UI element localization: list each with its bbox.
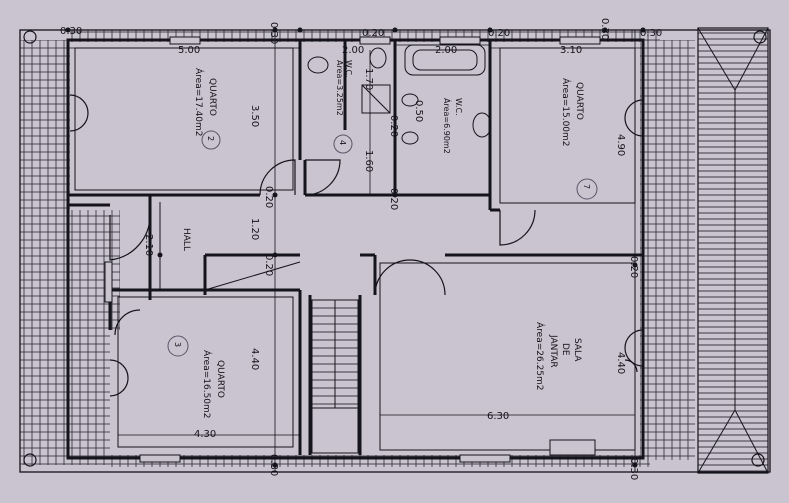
dim-mid-020-c: 0.20 xyxy=(263,254,274,276)
dim-wc-020: 0.20 xyxy=(362,28,384,39)
dim-top-left-030: 0.30 xyxy=(60,26,82,37)
terrace-left-bottom xyxy=(20,330,110,465)
door-sala xyxy=(374,259,446,296)
roof-right xyxy=(697,27,769,474)
room-quarto-left-area: Área=17.40m2 xyxy=(193,68,205,137)
dim-right-020: 0.20 xyxy=(628,256,639,278)
dim-bottom-030: 0.30 xyxy=(268,454,279,476)
dim-bottom-030-r: 0.30 xyxy=(628,458,639,480)
dim-top-030-mid: 0.30 xyxy=(268,22,279,44)
room-wc-large-name: W.C. xyxy=(454,98,463,116)
room-wc-small-area: Área=3.25m2 xyxy=(335,60,346,116)
room-wc-small-name: W.C. xyxy=(344,60,353,78)
bidet-large xyxy=(401,93,419,107)
dim-wc-160: 1.60 xyxy=(363,150,374,172)
door-quarto-bottom xyxy=(114,309,141,336)
door-wc-small xyxy=(304,159,341,196)
dim-hall-210: 2.10 xyxy=(143,234,154,256)
room-quarto-right-name: QUARTO xyxy=(574,82,584,120)
room-quarto-left-number: 2 xyxy=(206,136,215,141)
window-sala xyxy=(624,359,638,373)
room-number-circles xyxy=(167,130,598,357)
dim-mid-120: 1.20 xyxy=(249,218,260,240)
window-left-bottom xyxy=(109,359,129,397)
dim-mid-020-b: 0.20 xyxy=(388,188,399,210)
dim-top-020-b: 0.20 xyxy=(488,28,510,39)
shower-tray xyxy=(361,84,391,114)
toilet-large xyxy=(472,112,492,138)
terrace-left-mid xyxy=(20,210,120,330)
corner-marks xyxy=(23,30,767,467)
room-quarto-bottom-area: Área=16.50m2 xyxy=(201,350,213,419)
dim-bath-200: 2.00 xyxy=(435,45,457,56)
fixtures xyxy=(307,44,492,145)
walls xyxy=(66,38,645,460)
room-quarto-left-name: QUARTO xyxy=(207,78,217,116)
room-quarto-bottom-name: QUARTO xyxy=(215,360,225,398)
toilet-small xyxy=(307,56,329,74)
dim-vert-350: 3.50 xyxy=(249,105,260,127)
dim-bottom-430: 4.30 xyxy=(194,429,216,440)
dim-mid-020-a: 0.20 xyxy=(263,186,274,208)
room-quarto-right-area: Área=15.00m2 xyxy=(560,78,572,147)
stair-landing xyxy=(311,407,359,454)
dim-right-490: 4.90 xyxy=(615,134,626,156)
room-sala-name-2: DE xyxy=(560,343,570,356)
dim-right-440: 4.40 xyxy=(615,352,626,374)
room-sala-name-3: JANTAR xyxy=(548,334,558,368)
building-outline xyxy=(66,38,645,460)
dim-top-500: 5.00 xyxy=(178,45,200,56)
dim-wc-050: 0.50 xyxy=(413,100,424,122)
dimension-ticks xyxy=(65,27,646,468)
dim-top-310: 3.10 xyxy=(560,45,582,56)
terrace-left-top xyxy=(20,40,70,210)
room-sala-area: Área=26.25m2 xyxy=(534,322,546,391)
door-hall-entry xyxy=(109,214,151,261)
door-hall-quarto-left xyxy=(259,159,296,196)
dim-wc-200: 2.00 xyxy=(342,45,364,56)
room-wc-small-number: 4 xyxy=(338,140,347,145)
window-left-top xyxy=(69,94,89,132)
room-quarto-right-number: 7 xyxy=(582,184,591,189)
dim-top-030-r2: 0.30 xyxy=(640,28,662,39)
room-sala-name-1: SALA xyxy=(572,338,582,362)
terrace-right xyxy=(640,40,695,460)
room-hall-name: HALL xyxy=(181,228,191,251)
room-quarto-bottom-number: 3 xyxy=(173,342,182,347)
dim-vert-440: 4.40 xyxy=(249,348,260,370)
dim-wc-170: 1.70 xyxy=(363,68,374,90)
dim-wc-020-b: 0.20 xyxy=(388,115,399,137)
dim-top-030-r1: 0.30 xyxy=(599,18,610,40)
room-wc-large-area: Área=6.90m2 xyxy=(442,98,453,154)
basin-large xyxy=(401,131,419,145)
door-quarto-right xyxy=(499,209,536,246)
windows xyxy=(104,36,601,463)
dim-sala-630: 6.30 xyxy=(487,411,509,422)
dimension-lines xyxy=(30,29,660,472)
